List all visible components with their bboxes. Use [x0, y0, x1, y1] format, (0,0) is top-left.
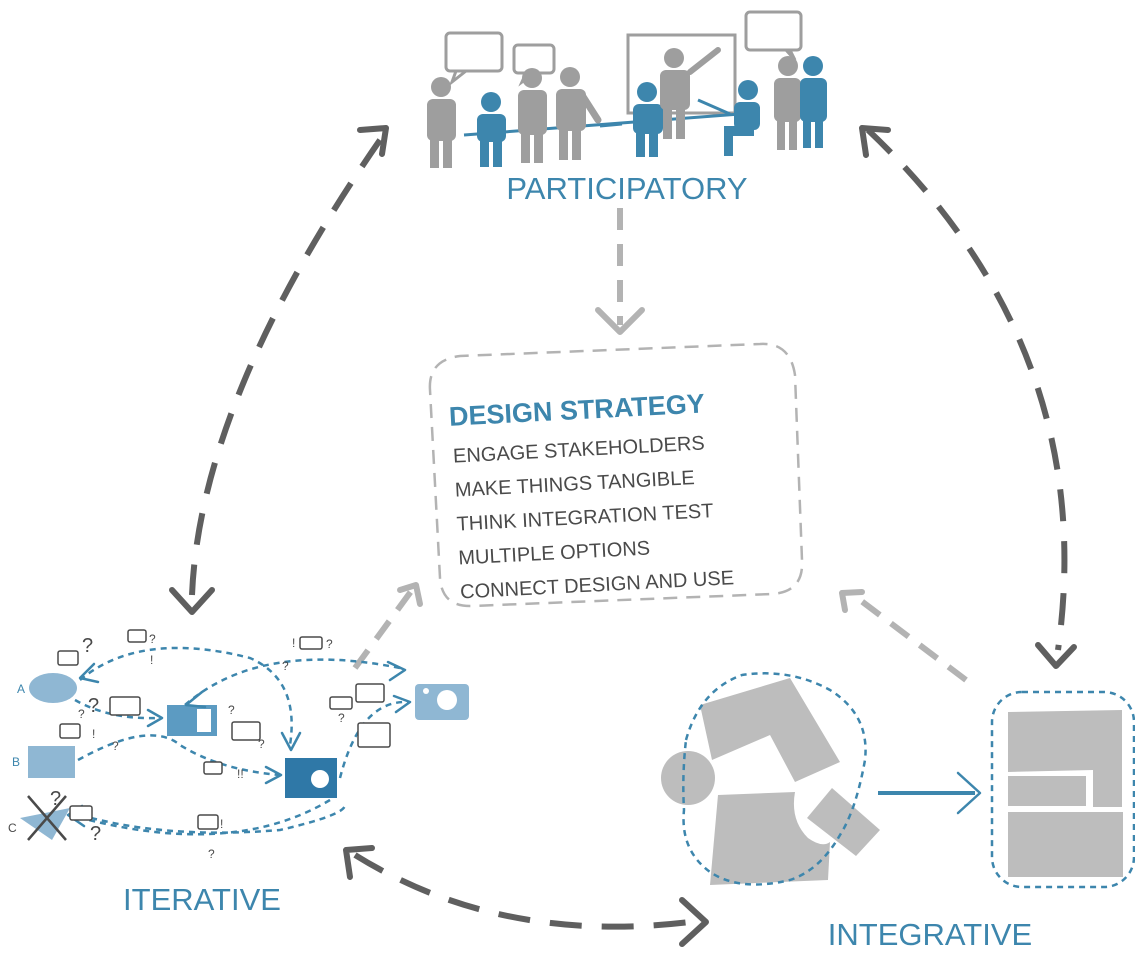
arrow-head-icon — [169, 587, 215, 615]
comment-icon — [355, 683, 385, 703]
cycle-arrow-right — [865, 127, 1068, 651]
strategy-item: ENGAGE STAKEHOLDERS — [453, 433, 706, 468]
arrow-head-icon — [1035, 642, 1077, 669]
comment-icon — [203, 761, 223, 775]
question-mark: ? — [90, 823, 101, 845]
arrow-head-icon — [839, 589, 865, 613]
exclamation-mark: ! — [292, 636, 295, 650]
question-mark: ? — [50, 788, 61, 810]
option-b-shape — [28, 746, 75, 778]
person-icon — [800, 56, 827, 148]
integrative-illustration — [661, 672, 1135, 889]
strategy-item: THINK INTEGRATION TEST — [456, 500, 714, 535]
iterative-label: ITERATIVE — [123, 882, 281, 917]
comment-icon — [109, 696, 141, 716]
integrative-label: INTEGRATIVE — [828, 917, 1032, 952]
integration-boundary — [682, 672, 867, 886]
comment-icon — [357, 722, 391, 748]
iterative-illustration: A B C — [8, 629, 469, 861]
arrow-head-icon — [956, 771, 982, 815]
strategy-item: MAKE THINGS TANGIBLE — [454, 467, 695, 502]
strategy-title: DESIGN STRATEGY — [448, 388, 705, 431]
question-mark: ? — [82, 635, 93, 657]
person-icon — [633, 82, 663, 157]
person-icon — [477, 92, 506, 167]
comment-icon — [197, 814, 219, 830]
exclamation-mark: ! — [92, 727, 95, 741]
person-icon — [518, 68, 547, 163]
arrow-head-icon — [679, 897, 709, 947]
exclamation-mark: ! — [220, 817, 223, 831]
presenter-icon — [660, 48, 690, 139]
arrow-head-icon — [397, 582, 423, 607]
arrow-head-icon — [357, 125, 389, 157]
person-icon — [724, 80, 760, 156]
comment-icon — [127, 629, 147, 643]
puzzle-piece — [700, 678, 840, 782]
question-mark: ? — [112, 739, 119, 753]
cycle-arrow-bottom — [353, 852, 691, 930]
person-icon — [427, 77, 456, 168]
option-a-label: A — [17, 682, 25, 696]
exclamation-mark: ! — [150, 653, 153, 667]
person-icon — [774, 56, 801, 150]
strategy-item: MULTIPLE OPTIONS — [458, 538, 651, 570]
puzzle-piece — [661, 751, 715, 805]
comment-icon — [69, 805, 93, 821]
comment-icon — [231, 721, 261, 741]
input-arrow-iterative — [352, 588, 415, 670]
design-strategy-box: DESIGN STRATEGY ENGAGE STAKEHOLDERS MAKE… — [428, 342, 804, 608]
puzzle-piece — [710, 792, 830, 885]
puzzle-piece — [807, 788, 880, 856]
comment-icon — [299, 636, 323, 650]
comment-icon — [329, 696, 353, 710]
participatory-illustration — [427, 10, 827, 168]
option-c-shape — [20, 808, 70, 840]
question-mark: ? — [228, 703, 235, 717]
exclamation-mark: !! — [237, 767, 244, 781]
arrow-head-icon — [595, 307, 645, 335]
speech-bubble-icon — [744, 10, 803, 52]
arrow-head-icon — [859, 125, 891, 158]
question-mark: ? — [78, 707, 85, 721]
question-mark: ? — [338, 711, 345, 725]
input-arrow-integrative — [858, 597, 968, 683]
rejected-x-icon — [27, 795, 67, 841]
prototype-2 — [285, 758, 337, 798]
person-icon — [556, 67, 602, 160]
question-mark: ? — [258, 737, 265, 751]
question-mark: ? — [208, 847, 215, 861]
arrow-head-icon — [343, 845, 375, 880]
question-mark: ? — [282, 659, 289, 673]
question-mark: ? — [326, 637, 333, 651]
option-a-shape — [29, 673, 77, 703]
integrated-result-boundary — [990, 690, 1135, 889]
cycle-arrow-left — [189, 138, 383, 596]
speech-bubble-icon — [444, 31, 504, 73]
participatory-label: PARTICIPATORY — [506, 171, 747, 206]
comment-icon — [57, 650, 79, 666]
comment-icon — [59, 723, 81, 739]
integrated-result — [1008, 710, 1123, 877]
question-mark: ? — [149, 632, 156, 646]
option-c-label: C — [8, 821, 17, 835]
option-b-label: B — [12, 755, 20, 769]
question-mark: ? — [88, 695, 99, 717]
